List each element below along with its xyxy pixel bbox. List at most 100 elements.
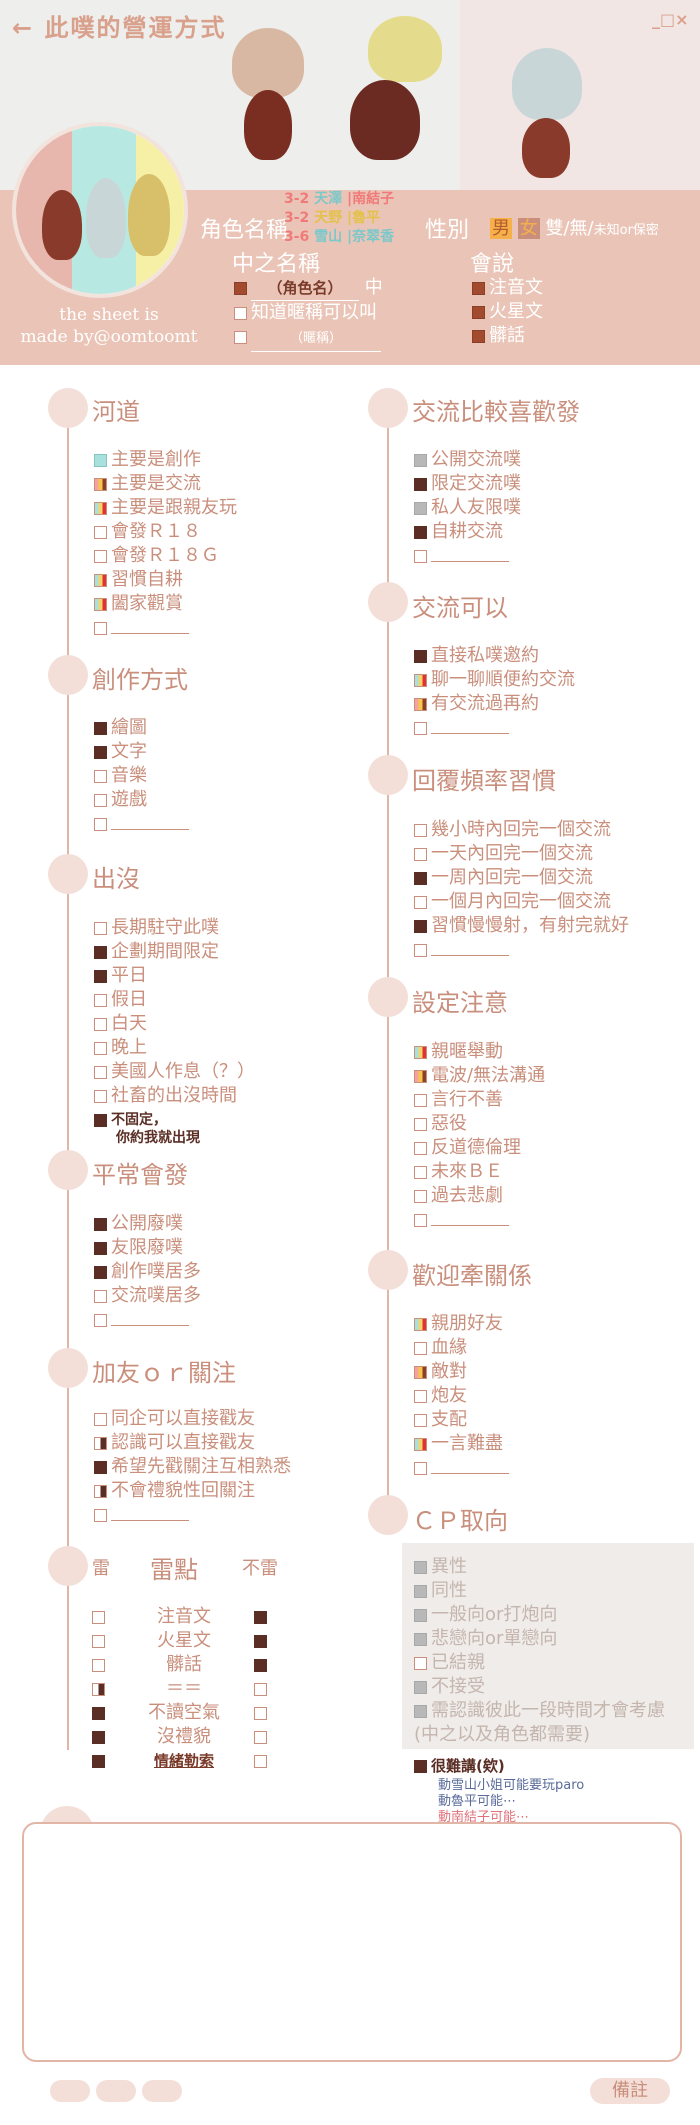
checkbox-item[interactable]: 白天 bbox=[94, 1013, 147, 1035]
checkbox-item[interactable]: 音樂 bbox=[94, 765, 147, 787]
checkbox-item[interactable]: 已結親 bbox=[414, 1652, 485, 1674]
checkbox-item[interactable]: 假日 bbox=[94, 989, 147, 1011]
language-item[interactable]: 注音文 bbox=[472, 276, 543, 300]
checkbox-item[interactable]: 闔家觀賞 bbox=[94, 593, 183, 615]
checkbox-item[interactable]: 遊戲 bbox=[94, 789, 147, 811]
mid-name-row[interactable]: （暱稱） bbox=[234, 325, 383, 352]
checkbox-item[interactable]: 需認識彼此一段時間才會考慮 bbox=[414, 1700, 665, 1722]
checkbox-item[interactable]: 晚上 bbox=[94, 1037, 147, 1059]
checkbox-item[interactable]: 直接私噗邀約 bbox=[414, 645, 539, 667]
footer-pill[interactable] bbox=[50, 2080, 90, 2102]
checkbox-item[interactable]: 一周內回完一個交流 bbox=[414, 867, 593, 889]
checkbox-item[interactable]: 聊一聊順便約交流 bbox=[414, 669, 575, 691]
mine-row-toggle[interactable] bbox=[254, 1654, 271, 1676]
checkbox-item[interactable]: 很難講(欸) bbox=[414, 1755, 505, 1777]
mine-row[interactable] bbox=[92, 1750, 109, 1772]
checkbox-item[interactable]: 創作噗居多 bbox=[94, 1261, 201, 1283]
mine-row-toggle[interactable] bbox=[254, 1702, 271, 1724]
mine-row-toggle[interactable] bbox=[254, 1630, 271, 1652]
language-item[interactable]: 火星文 bbox=[472, 300, 543, 324]
mine-row[interactable] bbox=[92, 1654, 109, 1676]
mid-name-row[interactable]: （角色名） 中 bbox=[234, 276, 383, 301]
checkbox-item[interactable]: 惡役 bbox=[414, 1113, 467, 1135]
mine-row-toggle[interactable] bbox=[254, 1678, 271, 1700]
mine-row-toggle[interactable] bbox=[254, 1750, 271, 1772]
gender-male[interactable]: 男 bbox=[490, 218, 512, 239]
checkbox-item[interactable]: 一天內回完一個交流 bbox=[414, 843, 593, 865]
checkbox-item[interactable]: 平日 bbox=[94, 965, 147, 987]
blank-option[interactable] bbox=[94, 813, 189, 835]
checkbox-item[interactable]: 一個月內回完一個交流 bbox=[414, 891, 611, 913]
checkbox-item[interactable]: 敵對 bbox=[414, 1361, 467, 1383]
gender-female[interactable]: 女 bbox=[517, 218, 540, 239]
checkbox-item[interactable]: 有交流過再約 bbox=[414, 693, 539, 715]
blank-option[interactable] bbox=[94, 617, 189, 639]
gender-unknown[interactable]: 未知or保密 bbox=[593, 223, 659, 238]
checkbox-item[interactable]: 一言難盡 bbox=[414, 1433, 503, 1455]
mine-row-toggle[interactable] bbox=[254, 1606, 271, 1628]
language-item[interactable]: 髒話 bbox=[472, 324, 543, 348]
footer-pill[interactable] bbox=[142, 2080, 182, 2102]
checkbox-item[interactable]: 社畜的出沒時間 bbox=[94, 1085, 237, 1107]
checkbox-item[interactable]: 文字 bbox=[94, 741, 147, 763]
gender-other[interactable]: 雙/無/ bbox=[545, 218, 594, 239]
checkbox-item[interactable]: 美國人作息（？） bbox=[94, 1061, 255, 1083]
checkbox-item[interactable]: 繪圖 bbox=[94, 717, 147, 739]
checkbox-item[interactable]: 認識可以直接戳友 bbox=[94, 1432, 255, 1454]
checkbox-item[interactable]: 公開交流噗 bbox=[414, 449, 521, 471]
checkbox-item[interactable]: 公開廢噗 bbox=[94, 1213, 183, 1235]
checkbox-item[interactable]: 自耕交流 bbox=[414, 521, 503, 543]
checkbox-item[interactable]: 私人友限噗 bbox=[414, 497, 521, 519]
checkbox-item[interactable]: 企劃期間限定 bbox=[94, 941, 219, 963]
checkbox-item[interactable]: 電波/無法溝通 bbox=[414, 1065, 545, 1087]
footer-pill[interactable] bbox=[96, 2080, 136, 2102]
checkbox-item[interactable]: 血緣 bbox=[414, 1337, 467, 1359]
checkbox-item[interactable]: 會發Ｒ１８Ｇ bbox=[94, 545, 219, 567]
mid-name-row[interactable]: 知道暱稱可以叫 bbox=[234, 301, 383, 325]
checkbox-item[interactable]: 幾小時內回完一個交流 bbox=[414, 819, 611, 841]
mine-row[interactable] bbox=[92, 1726, 109, 1748]
checkbox-item[interactable]: 過去悲劇 bbox=[414, 1185, 503, 1207]
checkbox-item[interactable]: 交流噗居多 bbox=[94, 1285, 201, 1307]
checkbox-item[interactable]: 友限廢噗 bbox=[94, 1237, 183, 1259]
blank-option[interactable] bbox=[94, 1309, 189, 1331]
blank-option[interactable] bbox=[414, 939, 509, 961]
checkbox-item[interactable]: 支配 bbox=[414, 1409, 467, 1431]
checkbox-item[interactable]: 習慣慢慢射，有射完就好 bbox=[414, 915, 629, 937]
checkbox-item[interactable]: 不接受 bbox=[414, 1676, 485, 1698]
checkbox-item[interactable]: 親朋好友 bbox=[414, 1313, 503, 1335]
blank-option[interactable] bbox=[94, 1504, 189, 1526]
checkbox-item[interactable]: 炮友 bbox=[414, 1385, 467, 1407]
notes-textarea[interactable] bbox=[22, 1822, 682, 2062]
checkbox-item[interactable]: 限定交流噗 bbox=[414, 473, 521, 495]
checkbox-item-note[interactable]: 不固定，你約我就出現 bbox=[94, 1111, 200, 1147]
checkbox-item[interactable]: 主要是創作 bbox=[94, 449, 201, 471]
mine-row[interactable] bbox=[92, 1678, 109, 1700]
blank-option[interactable] bbox=[414, 1209, 509, 1231]
mine-row[interactable] bbox=[92, 1702, 109, 1724]
checkbox-item[interactable]: 親暱舉動 bbox=[414, 1041, 503, 1063]
mine-row[interactable] bbox=[92, 1630, 109, 1652]
blank-option[interactable] bbox=[414, 717, 509, 739]
checkbox-item[interactable]: 異性 bbox=[414, 1556, 467, 1578]
checkbox-item[interactable]: 一般向or打炮向 bbox=[414, 1604, 557, 1626]
checkbox-item[interactable]: 會發Ｒ１８ bbox=[94, 521, 201, 543]
checkbox-item[interactable]: 悲戀向or單戀向 bbox=[414, 1628, 557, 1650]
checkbox-item[interactable]: 主要是交流 bbox=[94, 473, 201, 495]
checkbox-item[interactable]: 習慣自耕 bbox=[94, 569, 183, 591]
checkbox-item[interactable]: 反道德倫理 bbox=[414, 1137, 521, 1159]
checkbox-item[interactable]: 長期駐守此噗 bbox=[94, 917, 219, 939]
checkbox-item[interactable]: 主要是跟親友玩 bbox=[94, 497, 237, 519]
checkbox-item[interactable]: 同企可以直接戳友 bbox=[94, 1408, 255, 1430]
mine-row-toggle[interactable] bbox=[254, 1726, 271, 1748]
checkbox-item[interactable]: 言行不善 bbox=[414, 1089, 503, 1111]
mine-row[interactable] bbox=[92, 1606, 109, 1628]
memo-button[interactable]: 備註 bbox=[590, 2078, 670, 2104]
blank-option[interactable] bbox=[414, 545, 509, 567]
blank-option[interactable] bbox=[414, 1457, 509, 1479]
arrow-left-icon[interactable]: ← bbox=[12, 14, 35, 42]
checkbox-item[interactable]: 不會禮貌性回關注 bbox=[94, 1480, 255, 1502]
checkbox-item[interactable]: 希望先戳關注互相熟悉 bbox=[94, 1456, 291, 1478]
checkbox-item[interactable]: 同性 bbox=[414, 1580, 467, 1602]
checkbox-item[interactable]: 未來ＢＥ bbox=[414, 1161, 503, 1183]
